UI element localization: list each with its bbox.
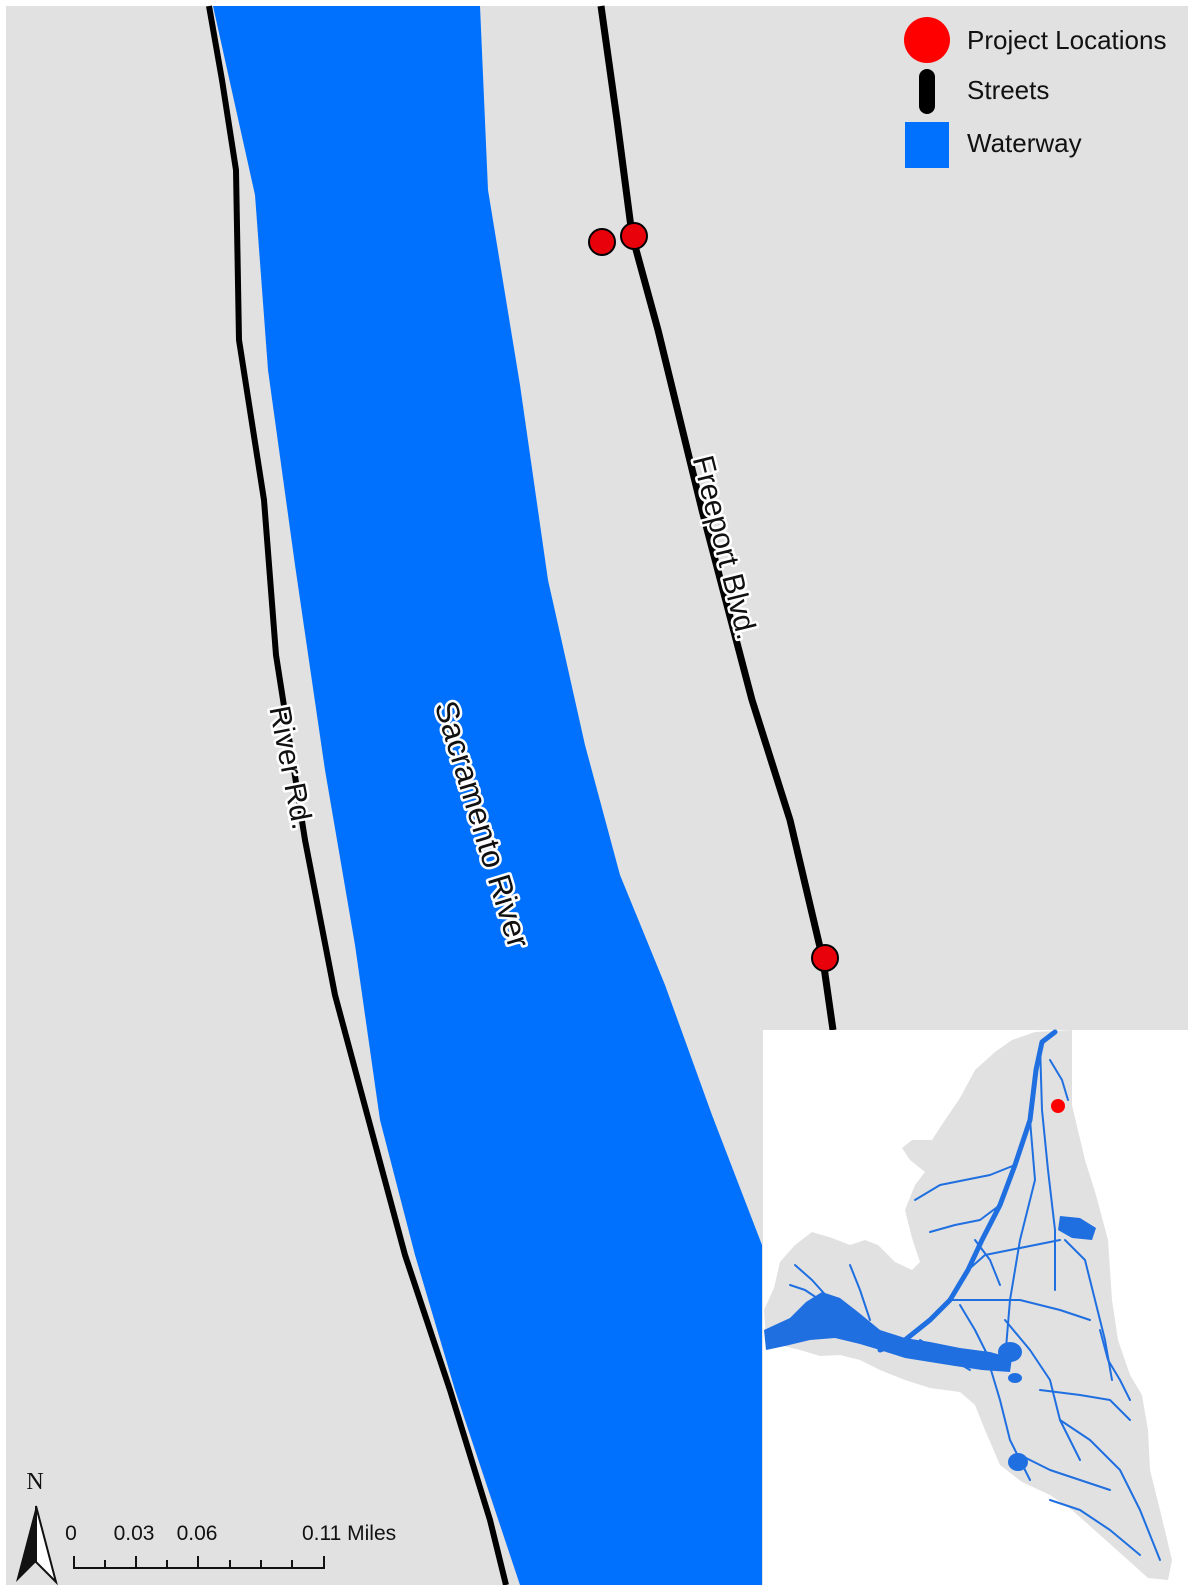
inset-channel [1059,1419,1161,1561]
inset-channel [1004,1319,1081,1461]
project-locations [588,222,839,972]
scale-bar: 0 0.03 0.06 0.11 Miles [65,1522,396,1569]
inset-channel [1019,1454,1111,1491]
inset-lake [1008,1453,1028,1471]
inset-channel [959,1304,991,1361]
north-arrow-right [35,1505,58,1585]
project-locations-legend-icon [904,17,950,63]
inset-channel [967,1239,1061,1271]
inset-waterways [789,1029,1161,1561]
inset-channel [1004,1119,1036,1361]
waterway-legend-icon [905,122,949,168]
scale-label-2: 0.06 [177,1522,218,1545]
inset-channel [1064,1239,1113,1381]
inset-water-bodies [764,1216,1096,1471]
inset-channel [1039,1044,1056,1291]
inset-lake [1008,1373,1022,1383]
north-label: N [26,1469,43,1495]
sacramento-river-water [213,6,762,1585]
legend: Project Locations Streets Waterway [904,17,1166,168]
project-location-point-3[interactable] [811,944,839,972]
inset-channel [849,1264,871,1321]
freeport-blvd-street [597,5,837,1031]
inset-channel [1039,1389,1131,1421]
scale-label-3: 0.11 Miles [302,1522,396,1545]
inset-lake [998,1342,1022,1362]
project-location-point-1[interactable] [588,228,616,256]
scale-bar-ticks [73,1556,325,1568]
north-arrow: N [16,1469,58,1585]
inset-channel [1049,1499,1141,1556]
inset-delta-land [764,1030,1172,1580]
inset-channel [1099,1329,1131,1401]
inset-lake [1058,1216,1096,1240]
inset-channel [929,1204,1001,1233]
river-rd-street [206,5,509,1585]
legend-label-waterway: Waterway [967,128,1082,158]
inset-channel [914,1164,1016,1201]
north-arrow-left [16,1506,36,1582]
project-location-point-2[interactable] [620,222,648,250]
inset-channel [949,1299,1091,1321]
inset-project-location-marker [1051,1099,1065,1113]
scale-label-0: 0 [65,1522,77,1545]
scale-label-1: 0.03 [114,1522,155,1545]
inset-map [763,1029,1188,1585]
inset-channel [974,1239,1001,1286]
inset-bay [764,1292,1012,1372]
legend-label-project-locations: Project Locations [967,25,1166,55]
inset-channel [1049,1059,1069,1101]
inset-sacramento-river [877,1029,1058,1353]
legend-label-streets: Streets [967,75,1049,105]
